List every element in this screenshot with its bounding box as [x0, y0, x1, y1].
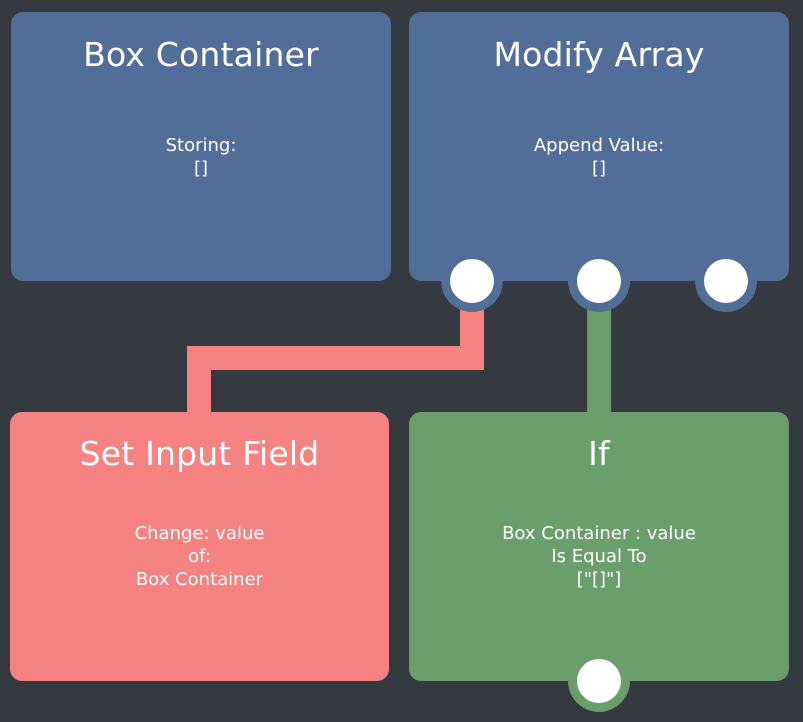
- node-body: Box Container : value Is Equal To ["[]"]: [409, 522, 789, 591]
- node-box-container[interactable]: Box Container Storing: []: [11, 12, 391, 281]
- node-line: []: [591, 158, 607, 179]
- node-line: Box Container: [135, 569, 264, 590]
- node-title: Set Input Field: [79, 434, 320, 473]
- node-line: Storing:: [165, 135, 237, 156]
- node-line: Change: value: [134, 523, 265, 544]
- node-title: Modify Array: [493, 35, 705, 74]
- output-port-1[interactable]: [450, 259, 494, 303]
- node-line: ["[]"]: [576, 569, 622, 590]
- node-line: []: [193, 158, 209, 179]
- node-line: of:: [188, 546, 211, 567]
- node-line: Box Container : value: [502, 523, 696, 544]
- node-body: Storing: []: [11, 134, 391, 180]
- if-output-port[interactable]: [577, 659, 621, 703]
- output-port-3[interactable]: [704, 259, 748, 303]
- connector-modify-to-set-input-horizontal: [187, 346, 484, 370]
- node-body: Change: value of: Box Container: [10, 522, 389, 591]
- output-port-2[interactable]: [577, 259, 621, 303]
- connector-modify-to-set-input-vertical-bottom: [187, 346, 211, 418]
- node-line: Append Value:: [533, 135, 665, 156]
- node-body: Append Value: []: [409, 134, 789, 180]
- node-modify-array[interactable]: Modify Array Append Value: []: [409, 12, 789, 281]
- node-title: If: [588, 434, 610, 473]
- node-if[interactable]: If Box Container : value Is Equal To ["[…: [409, 412, 789, 681]
- node-set-input-field[interactable]: Set Input Field Change: value of: Box Co…: [10, 412, 389, 681]
- node-title: Box Container: [83, 35, 319, 74]
- node-line: Is Equal To: [551, 546, 647, 567]
